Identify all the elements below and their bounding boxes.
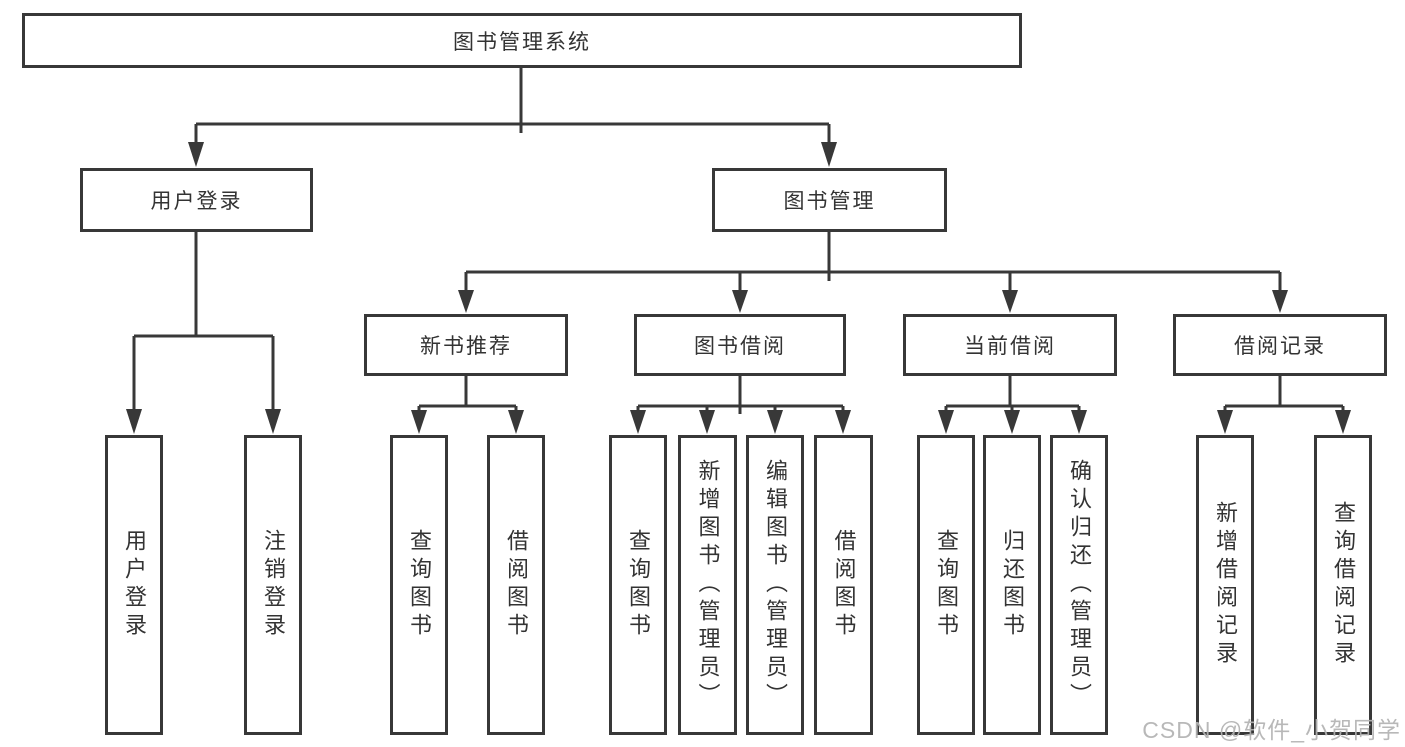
node-label: 查询图书	[626, 529, 651, 641]
node-label: 新增借阅记录	[1213, 501, 1238, 669]
node-label: 用户登录	[122, 529, 147, 641]
node-leaf-edit-books-admin: 编辑图书（管理员）	[746, 435, 804, 735]
node-leaf-add-borrow-record: 新增借阅记录	[1196, 435, 1254, 735]
node-leaf-return-books: 归还图书	[983, 435, 1041, 735]
node-label: 新书推荐	[420, 335, 512, 358]
node-book-borrow: 图书借阅	[634, 314, 846, 376]
node-label: 借阅记录	[1234, 335, 1326, 358]
node-leaf-user-login: 用户登录	[105, 435, 163, 735]
connector-root-to-level2	[188, 68, 837, 167]
node-leaf-query-books-borrow: 查询图书	[609, 435, 667, 735]
connector-borrow-records-children	[1217, 376, 1351, 434]
node-root-system: 图书管理系统	[22, 13, 1022, 68]
node-label: 当前借阅	[964, 335, 1056, 358]
node-current-borrow: 当前借阅	[903, 314, 1117, 376]
node-label: 用户登录	[150, 190, 243, 213]
node-label: 新增图书（管理员）	[695, 459, 721, 711]
node-leaf-add-books-admin: 新增图书（管理员）	[678, 435, 737, 735]
node-label: 查询图书	[934, 529, 959, 641]
node-leaf-borrow-books-recommend: 借阅图书	[487, 435, 545, 735]
node-label: 借阅图书	[831, 529, 857, 641]
node-label: 图书管理系统	[453, 30, 591, 54]
connector-user-login-children	[126, 232, 281, 434]
node-leaf-query-books-recommend: 查询图书	[390, 435, 448, 735]
node-label: 查询图书	[407, 529, 432, 641]
node-leaf-borrow-books: 借阅图书	[814, 435, 873, 735]
node-label: 注销登录	[261, 529, 286, 641]
node-leaf-query-borrow-record: 查询借阅记录	[1314, 435, 1372, 735]
node-leaf-query-books-current: 查询图书	[917, 435, 975, 735]
node-label: 借阅图书	[504, 529, 529, 641]
node-book-management: 图书管理	[712, 168, 947, 232]
node-label: 归还图书	[1000, 529, 1025, 641]
node-leaf-confirm-return-admin: 确认归还（管理员）	[1050, 435, 1108, 735]
node-label: 查询借阅记录	[1331, 501, 1356, 669]
connector-book-borrow-children	[630, 376, 851, 434]
node-label: 图书管理	[783, 190, 876, 213]
node-borrow-records: 借阅记录	[1173, 314, 1387, 376]
connector-current-borrow-children	[938, 376, 1087, 434]
node-leaf-logout: 注销登录	[244, 435, 302, 735]
node-label: 确认归还（管理员）	[1067, 459, 1092, 711]
csdn-watermark: CSDN @软件_小贺同学	[1142, 717, 1401, 743]
connector-book-management-children	[458, 232, 1288, 313]
connector-new-book-children	[411, 376, 524, 434]
node-new-book-recommend: 新书推荐	[364, 314, 568, 376]
node-label: 图书借阅	[694, 335, 786, 358]
node-user-login: 用户登录	[80, 168, 313, 232]
node-label: 编辑图书（管理员）	[763, 459, 788, 711]
